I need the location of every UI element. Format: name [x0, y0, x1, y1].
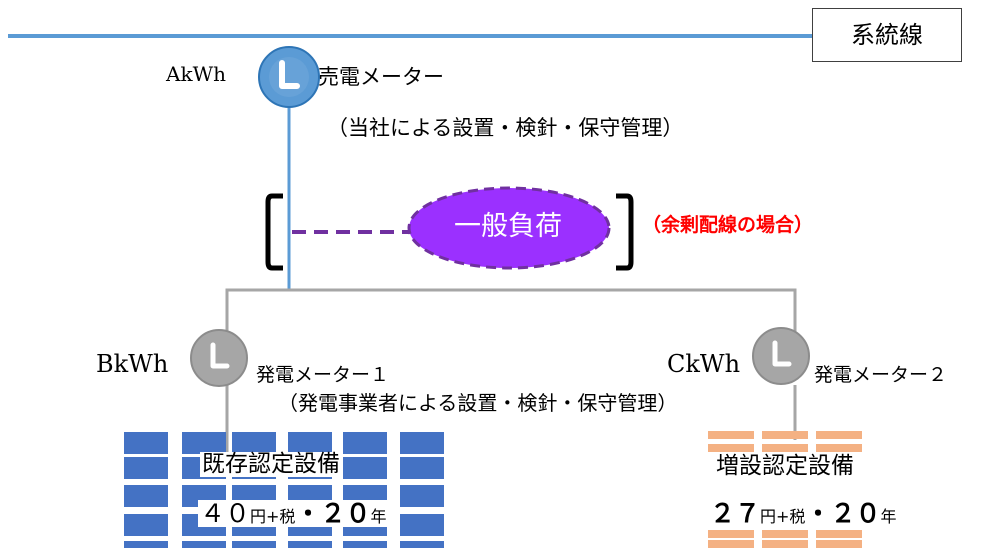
solar-panel-cell	[762, 530, 808, 538]
solar-panel-cell	[400, 432, 444, 454]
solar-panel-cell	[816, 540, 862, 548]
solar-panel-cell	[400, 485, 444, 507]
solar-panel-cell	[708, 431, 754, 439]
facility-added-term-number: ２０	[830, 499, 881, 528]
facility-existing-name: 既存認定設備	[200, 451, 342, 477]
meter-c-name: 発電メーター２	[814, 364, 948, 386]
solar-panel-grid-added	[708, 431, 862, 548]
facility-added-term-unit: 年	[880, 507, 897, 526]
facility-existing-term-number: ２０	[320, 499, 371, 528]
facility-added-separator: ・	[805, 499, 831, 528]
facility-added-terms: ２７円+税・２０年	[708, 499, 899, 528]
facility-existing-price-number: ４０	[200, 499, 251, 528]
solar-panel-cell	[816, 431, 862, 439]
solar-panel-cell	[124, 457, 168, 479]
solar-panel-cell	[343, 541, 387, 548]
solar-panel-cell	[124, 541, 168, 548]
solar-panel-cell	[762, 431, 808, 439]
solar-panel-cell	[708, 530, 754, 538]
solar-panel-cell	[288, 541, 332, 548]
facility-added-price-unit: 円+税	[760, 507, 806, 526]
branch-bus	[225, 288, 797, 352]
solar-panel-cell	[762, 444, 808, 452]
load-oval	[407, 186, 611, 270]
meter-a-name: 売電メーター	[318, 65, 444, 89]
bracket-left	[265, 193, 283, 271]
facility-existing-term-unit: 年	[370, 507, 387, 526]
solar-panel-cell	[182, 541, 226, 548]
grid-line-label: 系統線	[851, 21, 923, 49]
facility-existing-separator: ・	[295, 499, 321, 528]
solar-panel-cell	[762, 540, 808, 548]
load-label: 一般負荷	[454, 211, 562, 242]
facility-existing-terms: ４０円+税・２０年	[198, 499, 389, 528]
solar-panel-cell	[124, 432, 168, 454]
facility-added-price-number: ２７	[710, 499, 761, 528]
solar-panel-cell	[288, 432, 332, 454]
solar-panel-cell	[232, 432, 276, 454]
solar-panel-cell	[182, 432, 226, 454]
clock-icon	[190, 329, 248, 387]
meter-a-value-label: AkWh	[166, 62, 226, 86]
solar-panel-cell	[343, 432, 387, 454]
solar-panel-cell	[708, 540, 754, 548]
solar-panel-cell	[124, 485, 168, 507]
grid-line-label-box: 系統線	[812, 8, 962, 62]
solar-panel-cell	[343, 457, 387, 479]
bracket-right	[616, 193, 634, 271]
solar-panel-cell	[816, 444, 862, 452]
meter-b-note: （発電事業者による設置・検針・保守管理）	[278, 391, 678, 415]
meter-a-note: （当社による設置・検針・保守管理）	[327, 116, 684, 140]
solar-panel-grid-existing	[124, 432, 444, 548]
solar-panel-cell	[124, 514, 168, 536]
solar-panel-cell	[708, 444, 754, 452]
meter-b-value-label: BkWh	[96, 350, 169, 378]
clock-icon	[258, 46, 320, 108]
clock-icon	[752, 327, 810, 385]
solar-panel-cell	[400, 541, 444, 548]
load-condition: （余剰配線の場合）	[642, 214, 814, 236]
facility-existing-price-unit: 円+税	[250, 507, 296, 526]
solar-panel-cell	[816, 530, 862, 538]
solar-panel-cell	[232, 541, 276, 548]
solar-panel-cell	[400, 457, 444, 479]
meter-c-value-label: CkWh	[667, 350, 741, 378]
solar-panel-cell	[400, 514, 444, 536]
facility-added-name: 増設認定設備	[714, 453, 856, 479]
meter-b-name: 発電メーター１	[256, 364, 390, 386]
